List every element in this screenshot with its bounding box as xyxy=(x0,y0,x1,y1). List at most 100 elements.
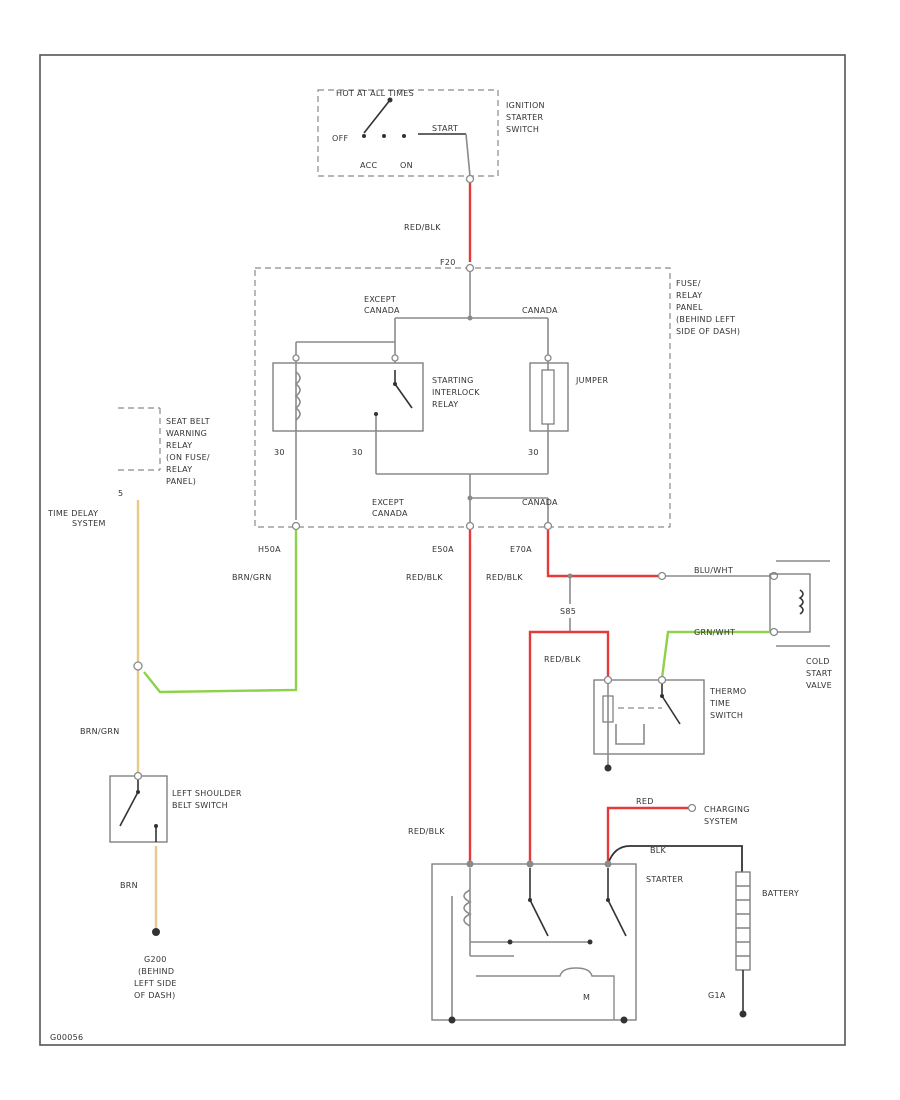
label-canada-bottom: CANADA xyxy=(522,498,558,507)
label-fuse-panel-5: SIDE OF DASH) xyxy=(676,327,740,336)
battery-ground xyxy=(739,1010,747,1018)
label-off: OFF xyxy=(332,134,348,143)
label-cold-start-3: VALVE xyxy=(806,681,832,690)
starter-node-a xyxy=(507,939,513,945)
label-seat-belt-3: RELAY xyxy=(166,441,193,450)
label-brn-grn-top: BRN/GRN xyxy=(232,573,272,582)
label-battery: BATTERY xyxy=(762,889,799,898)
label-e70a: E70A xyxy=(510,545,532,554)
cold-start-valve-coil xyxy=(798,589,804,615)
relay-coil-contact xyxy=(292,354,300,362)
label-starting-relay-3: RELAY xyxy=(432,400,459,409)
label-red-blk-top: RED/BLK xyxy=(404,223,441,232)
starter-hold-coil xyxy=(463,889,472,927)
label-except-canada-top-1: EXCEPT xyxy=(364,295,396,304)
label-pin-right: 30 xyxy=(528,448,539,457)
label-seat-belt-4: (ON FUSE/ xyxy=(166,453,210,462)
label-blk: BLK xyxy=(650,846,667,855)
starter-solenoid-blade xyxy=(529,899,549,937)
label-red: RED xyxy=(636,797,654,806)
label-red-blk-right: RED/BLK xyxy=(486,573,523,582)
starter-node-b xyxy=(587,939,593,945)
label-except-canada-top-2: CANADA xyxy=(364,306,400,315)
label-ignition-switch-2: STARTER xyxy=(506,113,544,122)
relay-coil xyxy=(294,371,301,421)
thermo-time-switch: THERMO TIME SWITCH xyxy=(593,675,747,772)
label-grn-wht: GRN/WHT xyxy=(694,628,735,637)
label-except-canada-bottom-2: CANADA xyxy=(372,509,408,518)
connector-e70a xyxy=(543,521,553,531)
starter-main-pivot xyxy=(606,898,610,902)
shoulder-belt-blade xyxy=(119,791,139,827)
connector-blu-wht-left xyxy=(657,571,667,581)
wire-blk-battery xyxy=(607,845,743,872)
label-pin-mid: 30 xyxy=(352,448,363,457)
thermo-connector-right xyxy=(657,675,667,685)
connector-charging xyxy=(687,803,697,813)
connector-f20 xyxy=(465,263,475,273)
starter-box xyxy=(431,863,637,1021)
label-charging-1: CHARGING xyxy=(704,805,750,814)
label-brn-grn-left: BRN/GRN xyxy=(80,727,120,736)
label-thermo-1: THERMO xyxy=(709,687,747,696)
ignition-contact-on xyxy=(402,134,406,138)
label-thermo-3: SWITCH xyxy=(710,711,743,720)
label-cold-start-2: START xyxy=(806,669,832,678)
label-g200-3: LEFT SIDE xyxy=(134,979,177,988)
label-brn: BRN xyxy=(120,881,138,890)
starter-terminal-50b xyxy=(526,860,534,868)
label-charging-2: SYSTEM xyxy=(704,817,738,826)
label-seat-belt-2: WARNING xyxy=(166,429,207,438)
starter-ground-right xyxy=(620,1016,628,1024)
label-starting-relay-2: INTERLOCK xyxy=(432,388,480,397)
label-starting-relay-1: STARTING xyxy=(432,376,474,385)
label-blu-wht: BLU/WHT xyxy=(694,566,733,575)
jumper-box xyxy=(529,362,569,432)
connector-h50a xyxy=(291,521,301,531)
battery: BATTERY G1A xyxy=(708,871,799,1018)
starter-motor-circuit xyxy=(476,967,615,1020)
splice-s85-node xyxy=(567,573,573,579)
label-on: ON xyxy=(400,161,413,170)
label-jumper: JUMPER xyxy=(575,376,608,385)
wire-grn-wht xyxy=(660,630,772,679)
cold-start-valve: COLD START VALVE xyxy=(769,560,832,690)
relay-contact-out xyxy=(374,412,378,416)
label-ignition-switch-1: IGNITION xyxy=(506,101,545,110)
wire-red-charging xyxy=(606,806,690,864)
starter-terminal-50 xyxy=(466,860,474,868)
jumper-contact-in xyxy=(544,354,552,362)
starting-interlock-relay-box xyxy=(272,362,424,432)
connector-e50a xyxy=(465,521,475,531)
label-except-canada-bottom-1: EXCEPT xyxy=(372,498,404,507)
ignition-contact-off xyxy=(362,134,366,138)
label-shoulder-belt-1: LEFT SHOULDER xyxy=(172,789,242,798)
starter: STARTER M xyxy=(431,860,683,1024)
fuse-relay-panel-outline xyxy=(254,267,671,528)
label-fuse-panel-1: FUSE/ xyxy=(676,279,701,288)
label-fuse-panel-4: (BEHIND LEFT xyxy=(676,315,735,324)
label-motor-m: M xyxy=(583,993,590,1002)
label-red-blk-bottom: RED/BLK xyxy=(408,827,445,836)
label-time-delay-1: TIME DELAY xyxy=(47,509,98,518)
label-thermo-2: TIME xyxy=(709,699,730,708)
node-bus-top xyxy=(467,315,473,321)
ignition-contact-acc xyxy=(382,134,386,138)
wire-red-blk-thermo xyxy=(528,630,610,864)
label-seat-belt-1: SEAT BELT xyxy=(166,417,210,426)
wire-brn-grn-green xyxy=(143,530,298,694)
label-g1a: G1A xyxy=(708,991,726,1000)
label-red-blk-mid: RED/BLK xyxy=(406,573,443,582)
label-pin-left: 30 xyxy=(274,448,285,457)
left-shoulder-belt-switch: LEFT SHOULDER BELT SWITCH xyxy=(109,771,242,843)
ignition-switch-outline xyxy=(317,89,499,177)
thermo-switch-blade xyxy=(661,695,681,725)
thermo-connector-left xyxy=(603,675,613,685)
relay-pivot xyxy=(393,382,397,386)
label-seat-belt-5: RELAY xyxy=(166,465,193,474)
ground-g200 xyxy=(152,928,160,936)
thermo-ground-loop xyxy=(615,724,645,745)
thermo-ground xyxy=(604,764,612,772)
label-f20: F20 xyxy=(440,258,456,267)
